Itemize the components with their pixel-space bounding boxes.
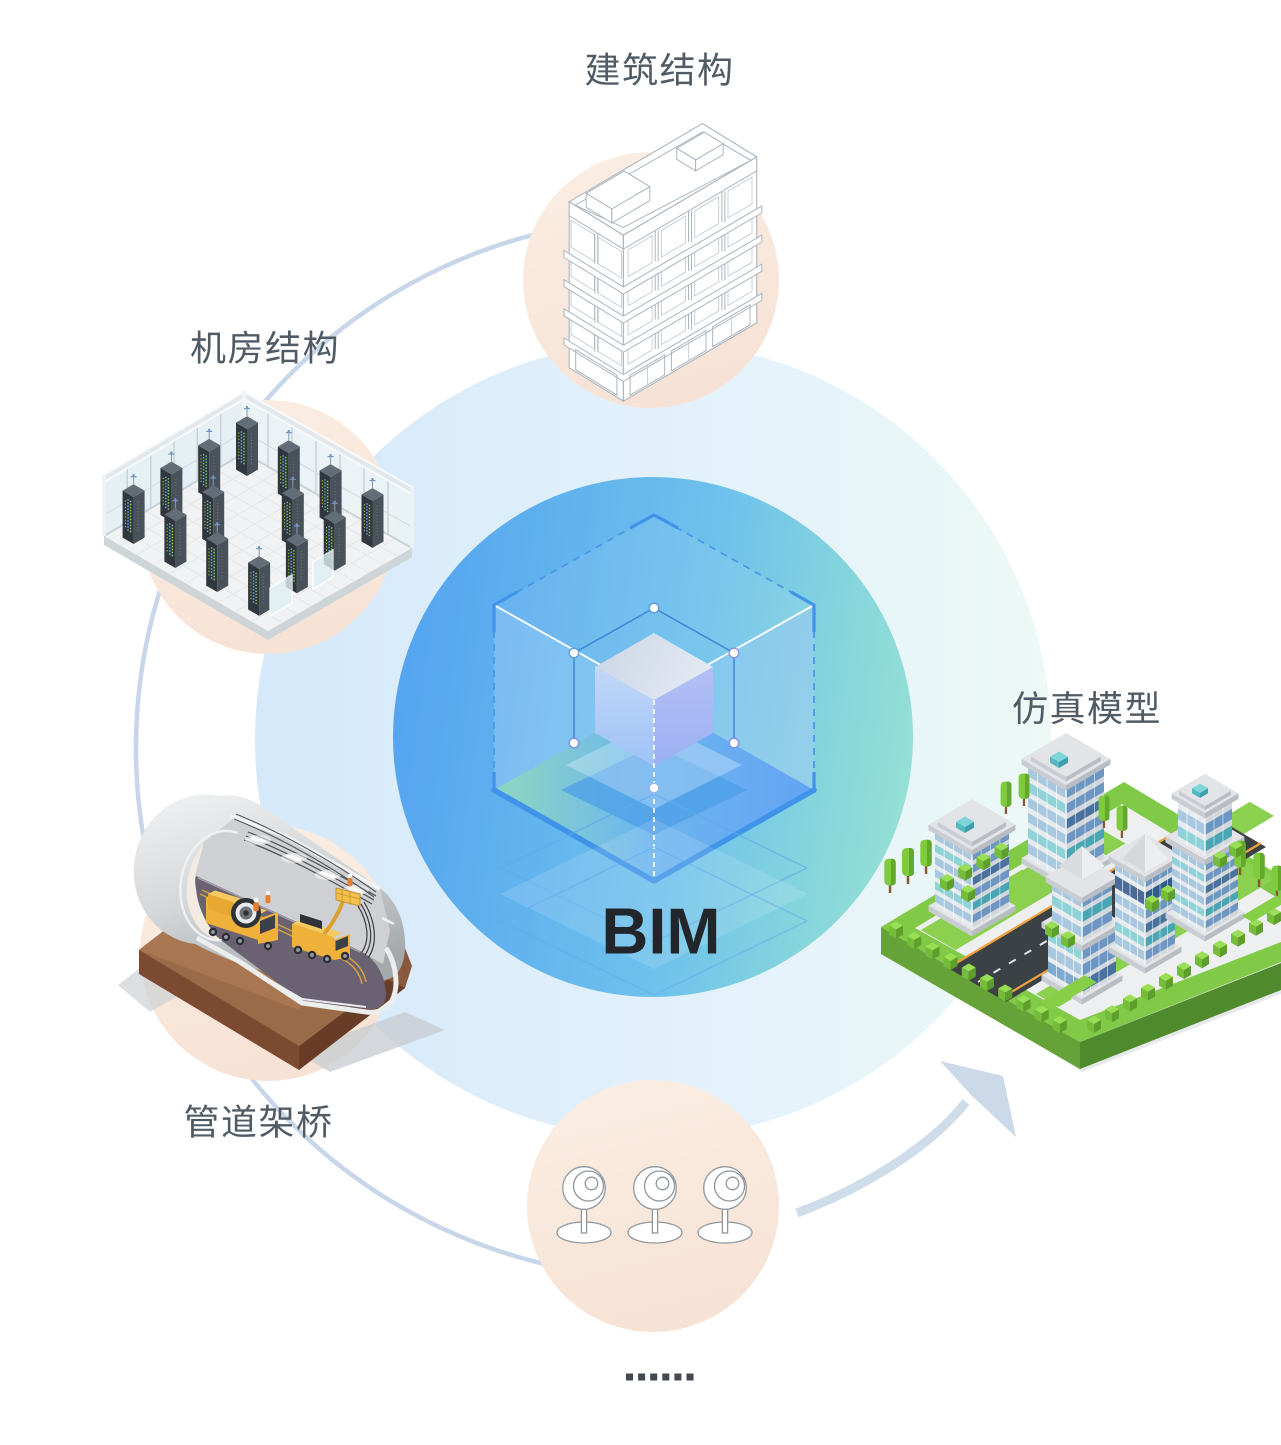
svg-text:BIM: BIM	[601, 895, 720, 968]
